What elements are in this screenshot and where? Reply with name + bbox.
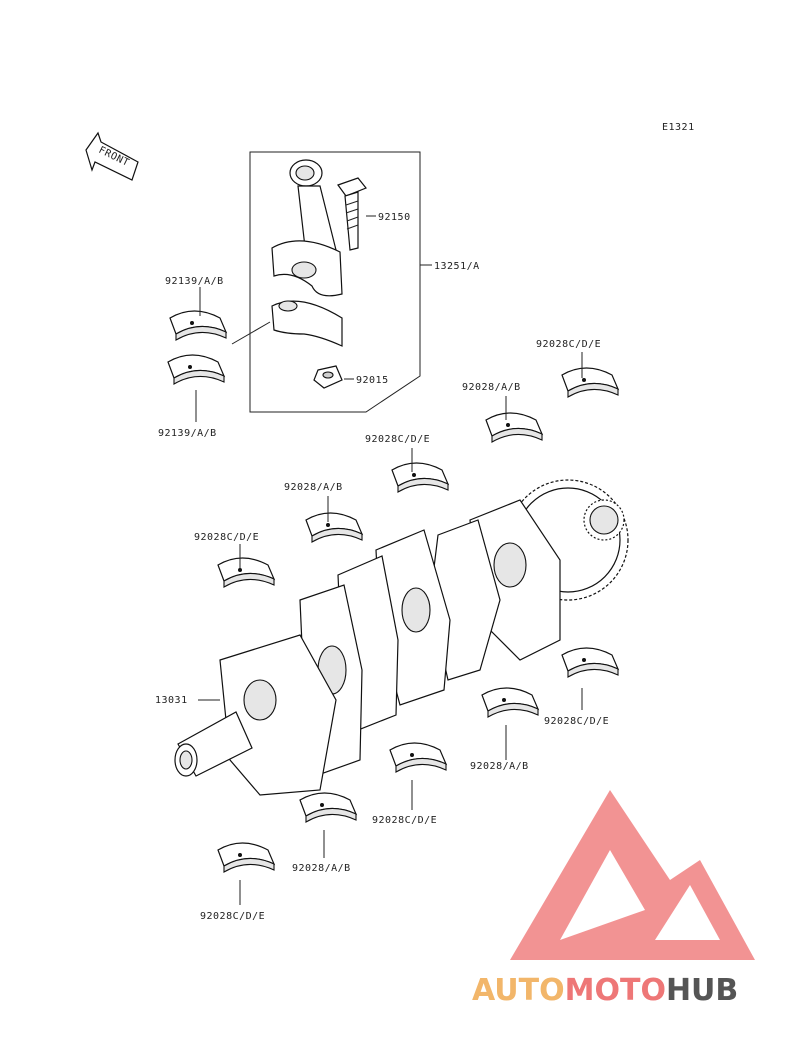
callout-label: 92028/A/B <box>462 382 521 393</box>
callout-label: 92139/A/B <box>158 428 217 439</box>
callout-label: 92028C/D/E <box>194 532 259 543</box>
callout-label: 92028/A/B <box>284 482 343 493</box>
callout-label: 92139/A/B <box>165 276 224 287</box>
conrod-nut <box>313 365 354 389</box>
connecting-rod <box>271 159 343 297</box>
main-bearing-shell <box>481 687 539 718</box>
conrod-bearing-upper <box>169 310 227 341</box>
main-bearing-shell <box>305 512 363 543</box>
callout-label: 13251/A <box>434 261 480 272</box>
conrod-bolt <box>337 177 376 251</box>
leader-lines <box>195 287 583 905</box>
conrod-assembly-frame <box>249 151 432 413</box>
callout-label: 92015 <box>356 375 389 386</box>
main-bearing-shell <box>485 412 543 443</box>
main-bearing-shell <box>217 557 275 588</box>
callout-label: 92028C/D/E <box>544 716 609 727</box>
diagram-ref-code: E1321 <box>662 122 695 133</box>
callout-label: 92150 <box>378 212 411 223</box>
callout-label: 92028C/D/E <box>365 434 430 445</box>
callout-label: 92028/A/B <box>470 761 529 772</box>
callout-label: 92028C/D/E <box>536 339 601 350</box>
main-bearing-shell <box>391 462 449 493</box>
conrod-bearing-lower <box>167 354 225 385</box>
main-bearing-shell <box>561 367 619 398</box>
main-bearing-shell <box>561 647 619 678</box>
main-bearing-shell <box>299 792 357 823</box>
watermark-text: AUTOMOTOHUB <box>472 973 738 1008</box>
front-arrow-icon: FRONT <box>85 131 139 181</box>
main-bearing-shell <box>217 842 275 873</box>
callout-label: 13031 <box>155 695 188 706</box>
crankshaft <box>174 479 629 796</box>
watermark-moto: MOTO <box>565 973 666 1008</box>
watermark-logo <box>510 790 755 960</box>
main-bearing-shell <box>389 742 447 773</box>
callout-label: 92028/A/B <box>292 863 351 874</box>
callout-label: 92028C/D/E <box>372 815 437 826</box>
watermark-auto: AUTO <box>472 973 565 1008</box>
watermark-hub: HUB <box>666 973 738 1008</box>
callout-label: 92028C/D/E <box>200 911 265 922</box>
conrod-cap <box>231 300 343 347</box>
